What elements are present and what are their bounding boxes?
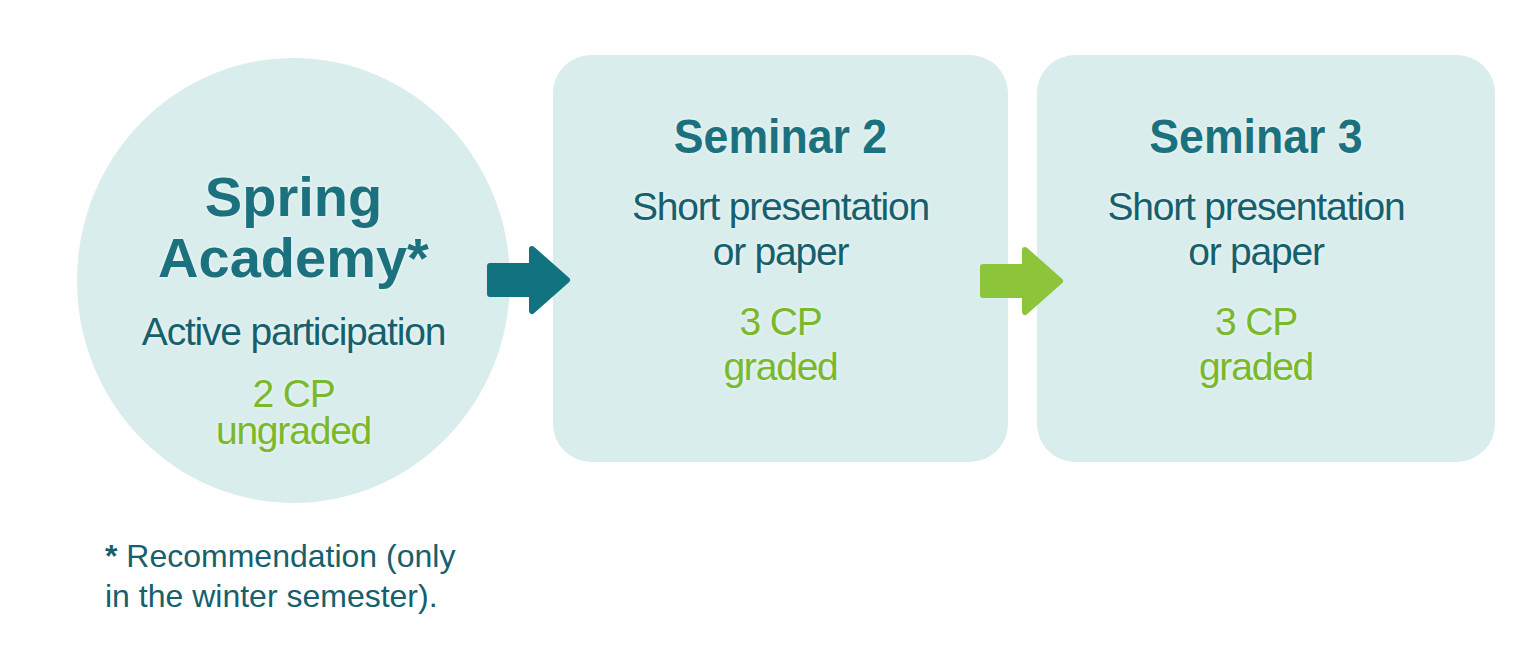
stage-title: Seminar 3: [1043, 110, 1469, 164]
arrow-shape: [983, 250, 1060, 312]
stage-grading: graded: [1027, 344, 1485, 389]
stage-description: Short presentation or paper: [1027, 184, 1485, 274]
stage-seminar-3: Seminar 3 Short presentation or paper 3 …: [1037, 55, 1495, 462]
stage-seminar-2: Seminar 2 Short presentation or paper 3 …: [553, 55, 1008, 462]
stage-spring-academy: Spring Academy* Active participation 2 C…: [77, 58, 510, 503]
stage-grading: graded: [553, 344, 1008, 389]
stage-credits: 3 CP: [1027, 299, 1485, 344]
footnote: * Recommendation (only in the winter sem…: [105, 536, 475, 616]
stage-credits: 3 CP: [553, 299, 1008, 344]
stage-description: Short presentation or paper: [553, 184, 1008, 274]
stage-credits-block: 2 CP ungraded: [77, 375, 510, 449]
arrow-spring-to-seminar2: [487, 245, 571, 315]
stage-description-text: Short presentation or paper: [1090, 184, 1422, 274]
stage-description-text: Short presentation or paper: [615, 184, 947, 274]
footnote-marker: *: [105, 538, 117, 574]
arrow-seminar2-to-seminar3: [980, 246, 1064, 316]
stage-description: Active participation: [77, 310, 510, 354]
footnote-text: Recommendation (only in the winter semes…: [105, 538, 455, 614]
stage-title: Spring Academy*: [77, 166, 510, 288]
arrow-shape: [490, 249, 567, 311]
stage-credits-block: 3 CP graded: [1027, 299, 1485, 389]
stage-credits-block: 3 CP graded: [553, 299, 1008, 389]
stage-credits: 2 CP: [77, 375, 510, 412]
stage-grading: ungraded: [77, 412, 510, 449]
stage-title: Seminar 2: [569, 110, 992, 164]
